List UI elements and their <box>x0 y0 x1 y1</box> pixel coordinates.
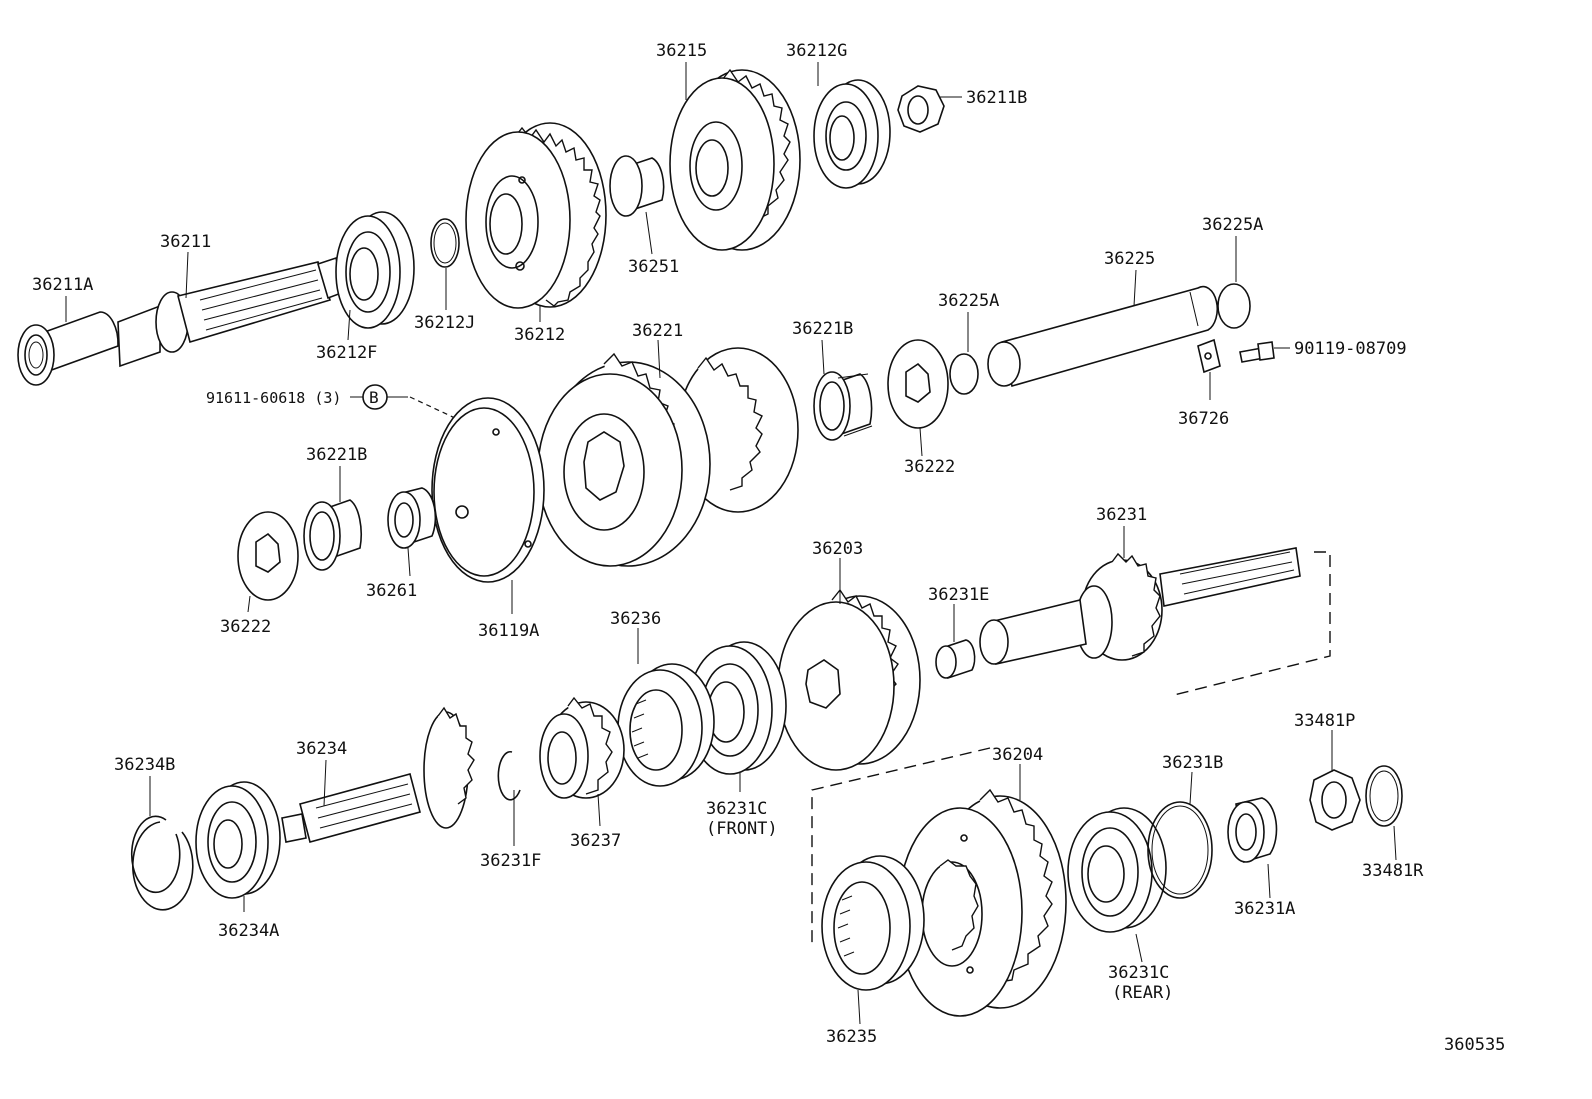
label-36222-right: 36222 <box>904 457 955 477</box>
label-36236: 36236 <box>610 609 661 629</box>
part-36225-shaft <box>987 285 1219 388</box>
part-36251-collar <box>609 155 665 217</box>
part-36203-gear <box>777 588 921 771</box>
label-front-note: (FRONT) <box>706 819 778 839</box>
label-36251: 36251 <box>628 257 679 277</box>
part-36225A-ring-top <box>1217 283 1251 329</box>
part-36221B-needle-bearing-top <box>813 371 873 441</box>
part-36211B-nut <box>897 85 945 133</box>
label-36211: 36211 <box>160 232 211 252</box>
label-36212J: 36212J <box>414 313 475 333</box>
part-36211A-sleeve <box>17 311 119 386</box>
label-36231F: 36231F <box>480 851 541 871</box>
label-36235: 36235 <box>826 1027 877 1047</box>
label-36225A-top: 36225A <box>1202 215 1263 235</box>
label-33481P: 33481P <box>1294 711 1355 731</box>
part-36236-sleeve <box>617 663 715 787</box>
part-36215-gear <box>669 68 801 251</box>
part-36212G-bearing <box>813 79 891 189</box>
label-36211B: 36211B <box>966 88 1027 108</box>
label-36231C-rear: 36231C <box>1108 963 1169 983</box>
label-36234: 36234 <box>296 739 347 759</box>
label-36212F: 36212F <box>316 343 377 363</box>
label-36225A-mid: 36225A <box>938 291 999 311</box>
label-36234A: 36234A <box>218 921 279 941</box>
label-36231: 36231 <box>1096 505 1147 525</box>
part-36119A-plate <box>431 397 545 583</box>
label-36237: 36237 <box>570 831 621 851</box>
label-rear-note: (REAR) <box>1112 983 1173 1003</box>
label-36211A: 36211A <box>32 275 93 295</box>
part-36211-shaft <box>117 256 345 368</box>
part-36212-gear <box>465 122 607 309</box>
part-36231C-rear-bearing <box>1067 807 1167 933</box>
output-shaft-bracket <box>1169 551 1331 697</box>
part-36234-shaft <box>281 706 475 843</box>
part-36222-washer-right <box>887 339 949 429</box>
part-36234A-bearing <box>195 781 281 899</box>
label-36215: 36215 <box>656 41 707 61</box>
label-36221B-left: 36221B <box>306 445 367 465</box>
part-36222-washer-left <box>237 511 299 601</box>
part-36221B-needle-bearing-left <box>303 499 362 571</box>
part-36231B-ring <box>1147 801 1213 899</box>
label-36231C-front: 36231C <box>706 799 767 819</box>
part-36231-output-shaft <box>979 547 1301 665</box>
label-36225: 36225 <box>1104 249 1155 269</box>
label-36212G: 36212G <box>786 41 847 61</box>
label-36231B: 36231B <box>1162 753 1223 773</box>
callout-symbol-b: B <box>369 388 379 407</box>
label-33481R: 33481R <box>1362 861 1424 881</box>
part-36234B-snap-ring <box>130 815 194 911</box>
diagram-id: 360535 <box>1444 1035 1505 1055</box>
label-36261: 36261 <box>366 581 417 601</box>
part-36231A-spacer <box>1227 797 1278 864</box>
part-36235-sleeve <box>821 855 925 991</box>
part-36231F-snap-ring <box>497 750 521 801</box>
label-36234B: 36234B <box>114 755 175 775</box>
leader-lines <box>65 62 1397 1025</box>
label-36221B-top: 36221B <box>792 319 853 339</box>
label-90119-08709: 90119-08709 <box>1294 339 1407 359</box>
part-33481R-ring <box>1365 765 1403 827</box>
label-36231A: 36231A <box>1234 899 1295 919</box>
label-36231E: 36231E <box>928 585 989 605</box>
part-36726-lock-plate <box>1197 338 1221 374</box>
part-36221-cluster-gear <box>537 347 799 567</box>
part-36261-spacer <box>387 487 437 549</box>
label-36212: 36212 <box>514 325 565 345</box>
part-90119-bolt <box>1239 341 1275 363</box>
part-36212F-bearing <box>335 211 415 329</box>
part-36237-gear <box>539 696 625 799</box>
label-36222-left: 36222 <box>220 617 271 637</box>
part-36212J-ring <box>430 218 460 268</box>
label-36119A: 36119A <box>478 621 539 641</box>
rear-group-bracket <box>811 747 991 946</box>
part-36204-gear <box>897 788 1067 1017</box>
label-36204: 36204 <box>992 745 1043 765</box>
part-33481P-nut <box>1309 769 1361 831</box>
label-36726: 36726 <box>1178 409 1229 429</box>
part-36231E-needle-bearing <box>935 639 976 680</box>
label-91611-60618: 91611-60618 (3) <box>206 389 341 407</box>
label-36203: 36203 <box>812 539 863 559</box>
part-36225A-ring-mid <box>949 353 979 395</box>
label-36221: 36221 <box>632 321 683 341</box>
